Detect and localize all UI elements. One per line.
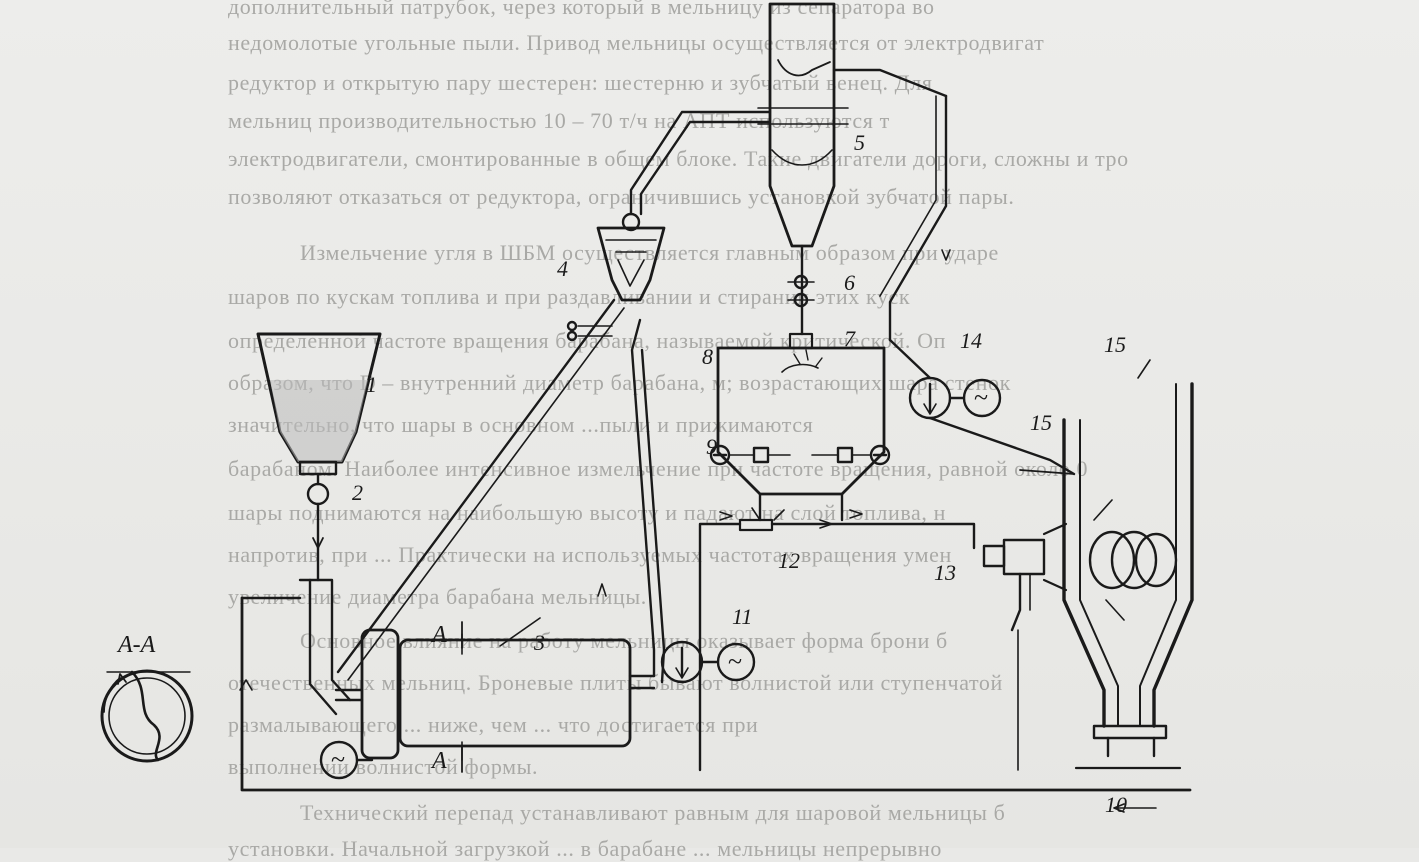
section-mark: А — [430, 622, 447, 648]
primary-air-fan — [660, 640, 756, 684]
text-line: Измельчение угля в ШБМ осуществляется гл… — [300, 240, 999, 265]
section-view — [100, 669, 194, 763]
section-mark: А — [430, 748, 447, 774]
dust-feeders — [709, 444, 891, 466]
text-line: размалывающего ... ниже, чем ... что дос… — [228, 712, 759, 737]
mill-motor — [319, 740, 374, 780]
callout-number: 7 — [844, 326, 856, 351]
text-line: позволяют отказаться от редуктора, огран… — [228, 184, 1015, 209]
callout-number: 3 — [533, 630, 545, 655]
callout-number: 10 — [1105, 792, 1127, 817]
text-line: редуктор и открытую пару шестерен: шесте… — [228, 70, 933, 95]
text-line: дополнительный патрубок, через который в… — [228, 0, 935, 19]
coal-bunker — [256, 332, 382, 464]
motor-symbol: ~ — [331, 745, 345, 774]
section-label: А-А — [116, 632, 156, 658]
text-line: увеличение диаметра барабана мельницы. — [228, 584, 647, 609]
separator — [566, 212, 666, 342]
text-line: барабаном. Наиболее интенсивное измельче… — [228, 456, 1089, 481]
mixer — [698, 507, 976, 772]
text-line: мельниц производительностью 10 – 70 т/ч … — [228, 108, 890, 133]
callout-number: 4 — [557, 256, 568, 281]
text-line: Технический перепад устанавливают равным… — [300, 800, 1006, 825]
motor-symbol: ~ — [728, 647, 742, 676]
callout-number: 15 — [1030, 410, 1052, 435]
callout-number: 13 — [934, 560, 956, 585]
flame-swirl — [1088, 499, 1178, 621]
callout-number: 2 — [352, 480, 363, 505]
boiler-furnace — [1062, 359, 1194, 770]
callout-number: 6 — [844, 270, 855, 295]
text-line: напротив, при ... Практически на использ… — [228, 542, 952, 567]
text-line: шары поднимаются на наибольшую высоту и … — [228, 500, 946, 525]
callout-number: 9 — [706, 434, 717, 459]
burner — [982, 522, 1068, 771]
callout-number: 8 — [702, 344, 713, 369]
callout-number: 14 — [960, 328, 982, 353]
callout-number: 11 — [732, 604, 752, 629]
feeder — [298, 460, 338, 582]
text-line: недомолотые угольные пыли. Привод мельни… — [228, 30, 1045, 55]
ball-mill — [334, 617, 656, 761]
motor-symbol: ~ — [974, 383, 988, 412]
mill-exhauster — [888, 338, 1076, 476]
dust-bunker — [716, 346, 886, 522]
callout-number: 15 — [1104, 332, 1126, 357]
text-line: электродвигатели, смонтированные в общем… — [228, 146, 1129, 171]
callout-number: 12 — [778, 548, 800, 573]
flap-valve — [787, 244, 815, 350]
callout-number: 5 — [854, 130, 865, 155]
callout-number: 1 — [366, 372, 377, 397]
cyclone — [757, 2, 948, 248]
